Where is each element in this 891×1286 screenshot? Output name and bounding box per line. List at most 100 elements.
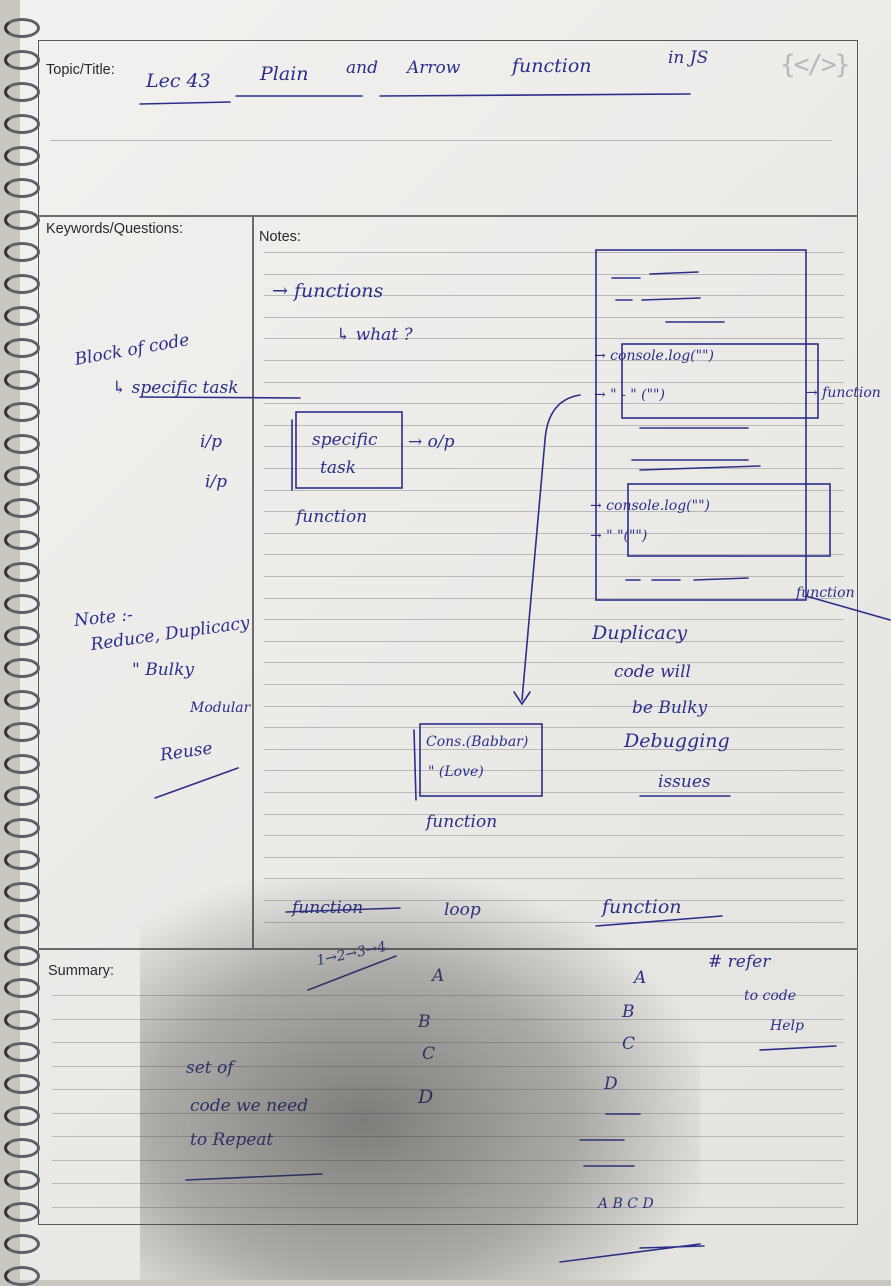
spiral-ring [4, 658, 40, 678]
ruled-line [264, 252, 844, 253]
spiral-ring [4, 50, 40, 70]
title-lecture-number: Lec 43 [146, 70, 211, 92]
spiral-ring [4, 562, 40, 582]
spiral-ring [4, 594, 40, 614]
spiral-ring [4, 530, 40, 550]
spiral-ring [4, 690, 40, 710]
notes-debugging: Debugging [624, 730, 730, 752]
summary-to-code: to code [744, 988, 797, 1004]
notes-issues: issues [658, 772, 711, 792]
keyword-specific-task: ↳ specific task [112, 378, 239, 398]
keyword-modular: Modular [190, 700, 251, 716]
ruled-line [52, 1042, 844, 1043]
code-logo-icon: {</>} [780, 50, 850, 80]
summary-col1-d: D [418, 1086, 434, 1108]
spiral-ring [4, 1138, 40, 1158]
summary-label: Summary: [48, 963, 115, 979]
spiral-ring [4, 1170, 40, 1190]
ruled-line [264, 360, 844, 361]
notes-be-bulky: be Bulky [632, 698, 708, 718]
spiral-ring [4, 466, 40, 486]
summary-to-repeat: to Repeat [190, 1130, 274, 1150]
ruled-line [52, 1089, 844, 1090]
topic-title-label: Topic/Title: [46, 62, 115, 78]
spiral-ring [4, 338, 40, 358]
ruled-line [52, 1207, 844, 1208]
summary-col1-a: A [432, 966, 445, 986]
notes-functions-heading: → functions [272, 280, 384, 302]
ruled-line [264, 274, 844, 275]
spiral-ring [4, 146, 40, 166]
notes-function-label-2: function [426, 812, 498, 832]
code-console-log-3: → console.log("") [590, 498, 710, 514]
spiral-ring [4, 18, 40, 38]
code-function-tag-1: → function [806, 385, 881, 401]
spiral-ring [4, 434, 40, 454]
spiral-ring [4, 1042, 40, 1062]
ruled-line [264, 641, 844, 642]
ruled-line [264, 684, 844, 685]
notes-loop: loop [444, 900, 481, 920]
ruled-line [264, 878, 844, 879]
ruled-line [264, 295, 844, 296]
notes-duplicacy: Duplicacy [592, 622, 688, 644]
spiral-ring [4, 242, 40, 262]
ruled-line [52, 1136, 844, 1137]
notes-what-question: ↳ what ? [336, 325, 413, 345]
notes-input-1: i/p [200, 432, 223, 452]
notes-struck-function: function [292, 898, 364, 918]
title-word-function: function [512, 55, 592, 77]
spiral-ring [4, 1106, 40, 1126]
spiral-ring [4, 946, 40, 966]
ruled-line [264, 619, 844, 620]
notes-box-specific: specific [312, 430, 378, 450]
ruled-line [264, 576, 844, 577]
spiral-ring [4, 1202, 40, 1222]
notes-function-label-3: function [602, 896, 682, 918]
ruled-line [264, 792, 844, 793]
notes-code-will: code will [614, 662, 691, 682]
keywords-notes-divider [252, 215, 254, 948]
title-word-arrow: Arrow [407, 58, 461, 78]
ruled-line [264, 382, 844, 383]
code-console-log-1: → console.log("") [594, 348, 714, 364]
ruled-line [264, 706, 844, 707]
notes-input-2: i/p [205, 472, 228, 492]
summary-set-of: set of [186, 1058, 234, 1078]
ruled-line [264, 533, 844, 534]
spiral-ring [4, 1010, 40, 1030]
title-word-in-js: in JS [668, 48, 709, 68]
summary-divider [38, 948, 858, 950]
spiral-ring [4, 274, 40, 294]
ruled-line [264, 425, 844, 426]
summary-col1-b: B [418, 1012, 431, 1032]
notes-box2-line2: " (Love) [428, 764, 484, 780]
spiral-ring [4, 754, 40, 774]
title-word-plain: Plain [260, 63, 309, 85]
notes-box-task: task [320, 458, 356, 478]
ruled-line [264, 770, 844, 771]
notes-label: Notes: [259, 229, 301, 245]
ruled-line [264, 403, 844, 404]
ruled-line [264, 338, 844, 339]
spiral-ring [4, 178, 40, 198]
ruled-line [264, 662, 844, 663]
ruled-line [52, 1160, 844, 1161]
ruled-line [264, 317, 844, 318]
spiral-ring [4, 82, 40, 102]
spiral-ring [4, 882, 40, 902]
spiral-ring [4, 722, 40, 742]
spiral-ring [4, 1074, 40, 1094]
ruled-line [52, 1183, 844, 1184]
spiral-ring [4, 1266, 40, 1286]
ruled-line [264, 922, 844, 923]
spiral-ring [4, 114, 40, 134]
ruled-line [264, 857, 844, 858]
code-console-log-2: → " - " ("") [594, 387, 665, 403]
summary-refer: # refer [708, 952, 771, 972]
ruled-line [52, 1113, 844, 1114]
ruled-line [50, 140, 832, 141]
spiral-ring [4, 850, 40, 870]
code-console-log-4: → " "("") [590, 528, 648, 544]
summary-code-we-need: code we need [190, 1096, 309, 1116]
